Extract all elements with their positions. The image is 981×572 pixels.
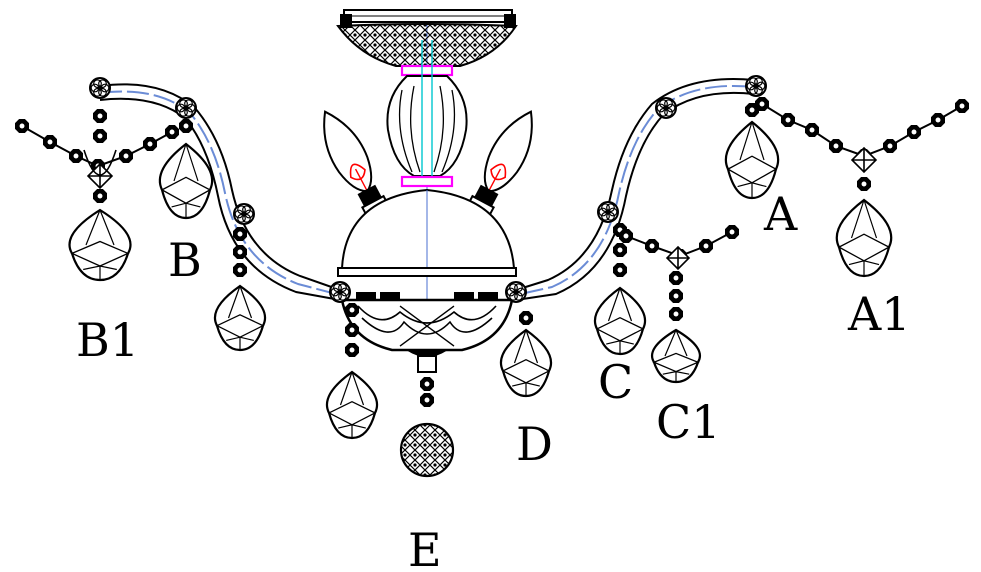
label-b: B bbox=[168, 233, 202, 287]
rosette-bead-icon bbox=[329, 281, 351, 303]
octagon-bead-icon bbox=[755, 97, 769, 111]
label-d: D bbox=[516, 417, 553, 471]
octagon-bead-icon bbox=[179, 119, 193, 133]
crystal-ball-icon bbox=[399, 422, 455, 478]
octagon-bead-icon bbox=[345, 303, 359, 317]
octagon-bead-icon bbox=[43, 135, 57, 149]
lower-bowl bbox=[340, 292, 514, 373]
octagon-bead-icon bbox=[805, 123, 819, 137]
octagon-bead-icon bbox=[519, 311, 533, 325]
teardrop-crystal-icon bbox=[325, 370, 379, 440]
teardrop-crystal-icon bbox=[68, 208, 132, 282]
octagon-bead-icon bbox=[829, 139, 843, 153]
octagon-bead-icon bbox=[669, 289, 683, 303]
octagon-bead-icon bbox=[781, 113, 795, 127]
teardrop-crystal-icon bbox=[835, 198, 893, 278]
label-e: E bbox=[408, 523, 442, 572]
octagon-bead-icon bbox=[619, 229, 633, 243]
diamond-joint-icon bbox=[86, 162, 114, 190]
octagon-bead-icon bbox=[93, 129, 107, 143]
octagon-bead-icon bbox=[345, 323, 359, 337]
rosette-bead-icon bbox=[505, 281, 527, 303]
octagon-bead-icon bbox=[907, 125, 921, 139]
octagon-bead-icon bbox=[699, 239, 713, 253]
label-b1: B1 bbox=[76, 313, 139, 367]
octagon-bead-icon bbox=[233, 245, 247, 259]
rosette-bead-icon bbox=[175, 97, 197, 119]
octagon-bead-icon bbox=[420, 377, 434, 391]
rosette-bead-icon bbox=[745, 75, 767, 97]
teardrop-crystal-icon bbox=[499, 328, 553, 398]
ceiling-canopy bbox=[336, 9, 518, 77]
center-column bbox=[386, 40, 468, 188]
center-dome bbox=[337, 188, 517, 277]
teardrop-crystal-icon bbox=[213, 284, 267, 352]
diamond-joint-icon bbox=[665, 245, 691, 271]
rosette-bead-icon bbox=[233, 203, 255, 225]
octagon-bead-icon bbox=[645, 239, 659, 253]
rosette-bead-icon bbox=[597, 201, 619, 223]
octagon-bead-icon bbox=[669, 307, 683, 321]
arm-right bbox=[515, 78, 755, 301]
teardrop-crystal-icon bbox=[724, 120, 780, 200]
label-a: A bbox=[763, 187, 798, 241]
octagon-bead-icon bbox=[955, 99, 969, 113]
octagon-bead-icon bbox=[233, 263, 247, 277]
octagon-bead-icon bbox=[883, 139, 897, 153]
octagon-bead-icon bbox=[345, 343, 359, 357]
label-c: C bbox=[598, 355, 633, 409]
label-c1: C1 bbox=[656, 395, 720, 449]
octagon-bead-icon bbox=[420, 393, 434, 407]
octagon-bead-icon bbox=[669, 271, 683, 285]
octagon-bead-icon bbox=[93, 109, 107, 123]
octagon-bead-icon bbox=[119, 149, 133, 163]
rosette-bead-icon bbox=[89, 77, 111, 99]
teardrop-crystal-icon bbox=[593, 286, 647, 356]
teardrop-crystal-icon bbox=[158, 142, 214, 220]
octagon-bead-icon bbox=[143, 137, 157, 151]
decorations bbox=[15, 75, 969, 478]
octagon-bead-icon bbox=[15, 119, 29, 133]
diamond-joint-icon bbox=[850, 146, 878, 174]
octagon-bead-icon bbox=[857, 177, 871, 191]
rosette-bead-icon bbox=[655, 97, 677, 119]
label-a1: A1 bbox=[847, 287, 911, 341]
octagon-bead-icon bbox=[233, 227, 247, 241]
octagon-bead-icon bbox=[931, 113, 945, 127]
octagon-bead-icon bbox=[69, 149, 83, 163]
octagon-bead-icon bbox=[165, 125, 179, 139]
octagon-bead-icon bbox=[93, 189, 107, 203]
teardrop-crystal-icon bbox=[650, 328, 702, 384]
octagon-bead-icon bbox=[613, 263, 627, 277]
octagon-bead-icon bbox=[613, 243, 627, 257]
arm-left bbox=[99, 83, 341, 301]
bead-chain bbox=[761, 103, 963, 158]
octagon-bead-icon bbox=[725, 225, 739, 239]
